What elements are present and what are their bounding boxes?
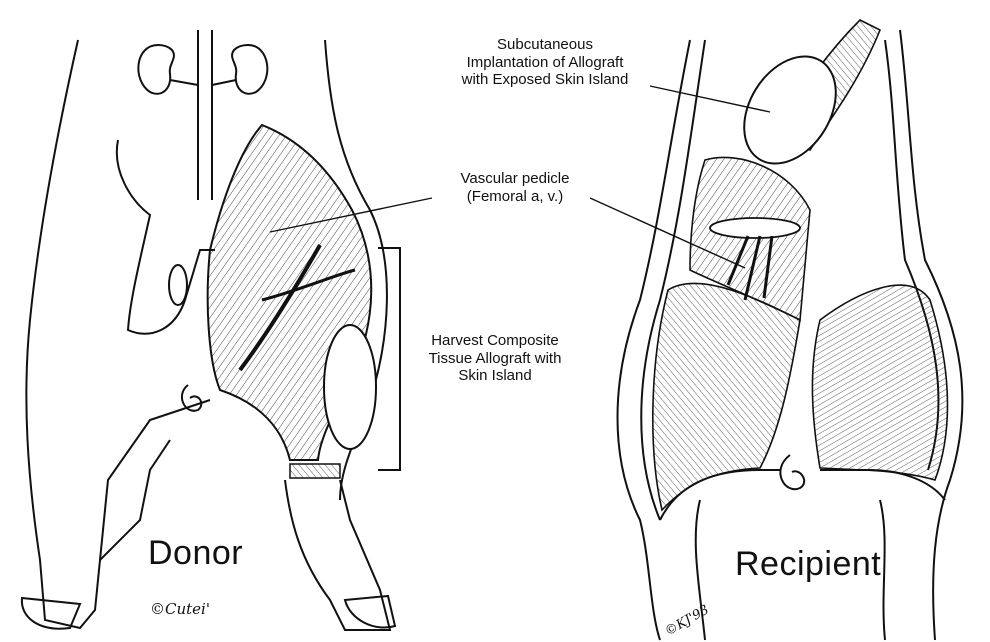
harvest-label: Harvest Composite Tissue Allograft with …	[405, 332, 585, 385]
donor-panel-title: Donor	[148, 534, 243, 573]
recipient-thigh-muscle-right	[812, 285, 947, 480]
donor-pelvis	[117, 140, 215, 334]
recipient-tail	[780, 455, 804, 489]
harvest-label-line-1: Harvest Composite	[405, 332, 585, 350]
donor-left-hoof	[22, 598, 80, 629]
donor-left-kidney	[138, 45, 174, 94]
recipient-thigh-muscle-left	[653, 283, 800, 510]
vascular-label-line-1: Vascular pedicle	[425, 170, 605, 188]
donor-artist-signature: ©Cutei'	[150, 600, 210, 618]
allograft-label-line-2: Implantation of Allograft	[440, 54, 650, 72]
harvest-label-line-2: Tissue Allograft with	[405, 350, 585, 368]
allograft-label: Subcutaneous Implantation of Allograft w…	[440, 36, 650, 89]
donor-skin-island	[324, 325, 376, 449]
donor-right-leg	[285, 480, 390, 630]
donor-obturator	[169, 265, 187, 305]
recipient-panel-title: Recipient	[735, 545, 881, 584]
vascular-label-line-2: (Femoral a, v.)	[425, 188, 605, 206]
harvest-label-line-3: Skin Island	[405, 367, 585, 385]
vascular-pedicle-label: Vascular pedicle (Femoral a, v.)	[425, 170, 605, 205]
donor-right-kidney	[232, 45, 267, 94]
allograft-label-line-1: Subcutaneous	[440, 36, 650, 54]
donor-aorta	[170, 30, 236, 200]
donor-hock-band	[290, 464, 340, 478]
recipient-pedicle-clamp	[710, 218, 800, 238]
allograft-label-line-3: with Exposed Skin Island	[440, 71, 650, 89]
